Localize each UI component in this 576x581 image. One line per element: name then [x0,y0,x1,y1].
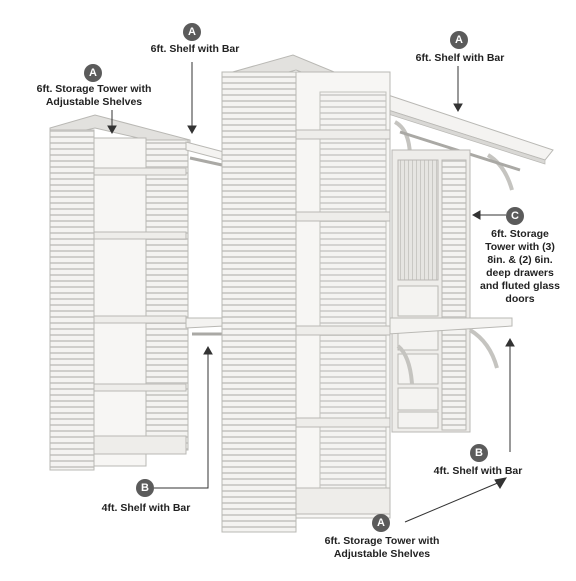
badge-shelf-top-right: A [450,31,468,49]
label-shelf-bottom-right: 4ft. Shelf with Bar [433,465,523,477]
label-shelf-bottom-left: 4ft. Shelf with Bar [101,502,191,514]
badge-shelf-top-center: A [183,23,201,41]
label-drawer-tower: 6ft. Storage Tower with (3) 8in. & (2) 6… [480,228,560,305]
shelf-with-bar-left-bottom [185,317,225,336]
badge-shelf-bottom-left: B [136,479,154,497]
label-shelf-top-center: 6ft. Shelf with Bar [150,43,240,55]
badge-drawer-tower: C [506,207,524,225]
badge-tower-bottom: A [372,514,390,532]
badge-tower-left: A [84,64,102,82]
leader-lines [107,62,515,523]
label-shelf-top-right: 6ft. Shelf with Bar [415,52,505,64]
shelf-with-bar-right-top [387,94,554,191]
label-tower-bottom: 6ft. Storage Tower with Adjustable Shelv… [324,535,440,560]
label-tower-left: 6ft. Storage Tower with Adjustable Shelv… [36,83,152,108]
storage-tower-center [221,54,391,533]
drawer-tower [391,149,471,433]
badge-shelf-bottom-right: B [470,444,488,462]
storage-tower-left [49,114,191,471]
shelf-with-bar-left-top [185,141,225,167]
